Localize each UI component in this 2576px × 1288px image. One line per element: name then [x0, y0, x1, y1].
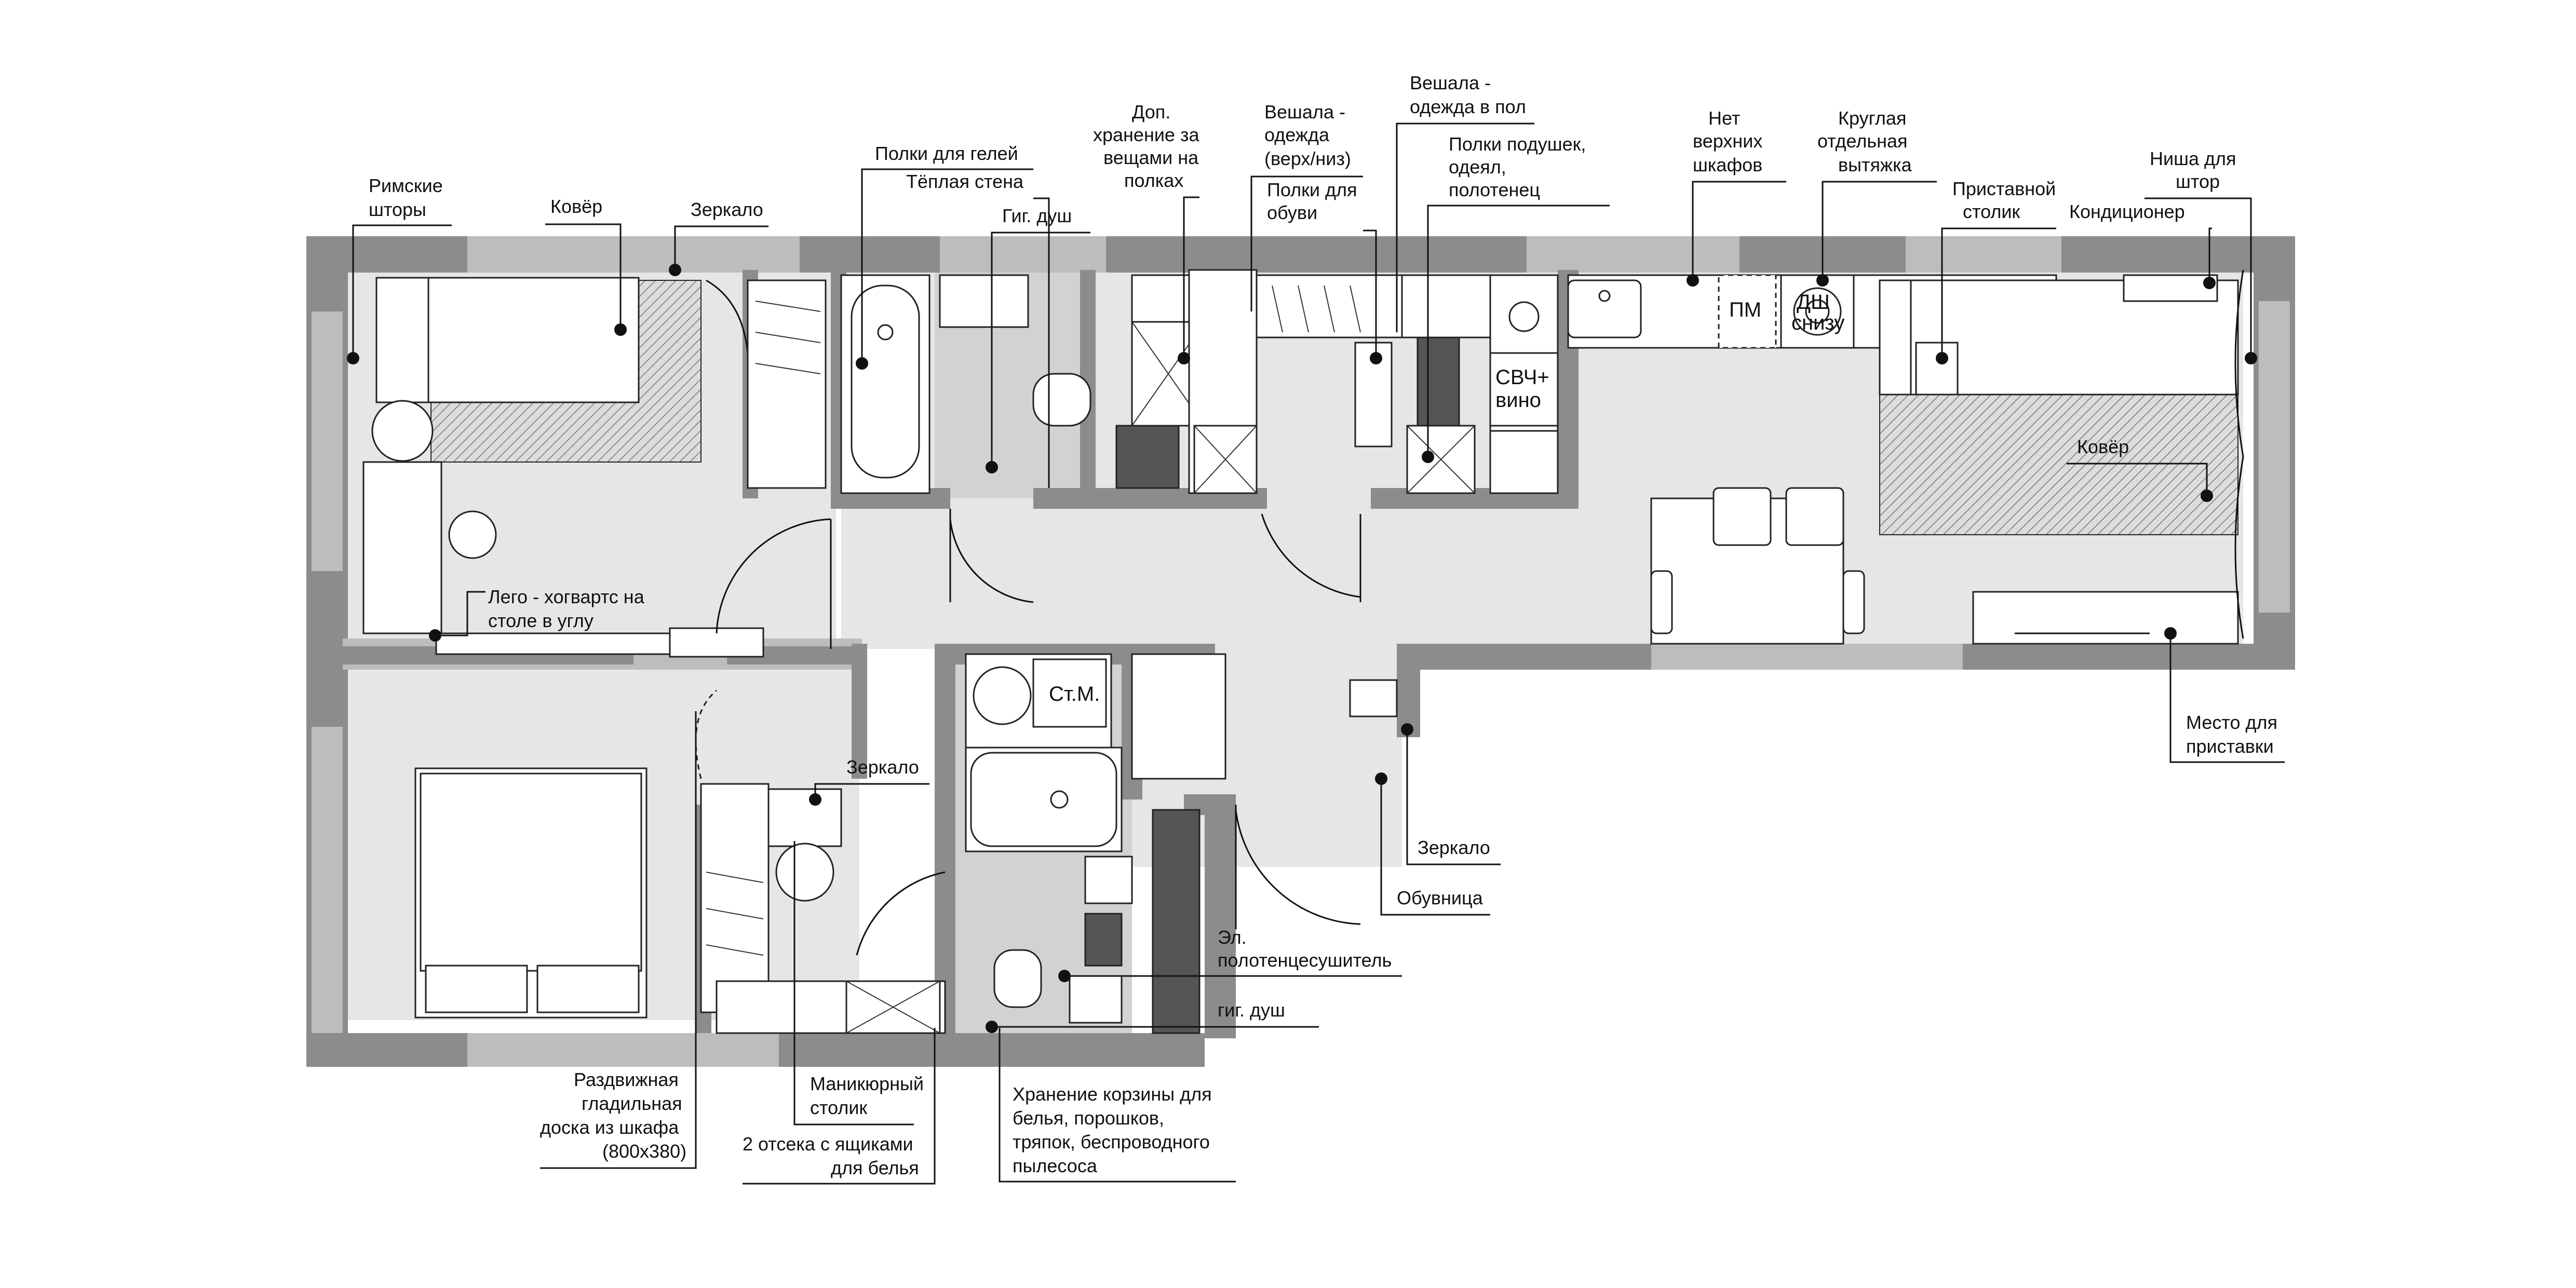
- label-curtain-niche-2: штор: [2176, 171, 2220, 192]
- label-pillow-shelves-1: Полки подушек,: [1449, 133, 1586, 155]
- label-makeup-2: столик: [810, 1097, 867, 1118]
- label-extra-storage-3: вещами на: [1103, 147, 1199, 168]
- outer-walls: [306, 236, 2295, 1067]
- label-roman-blinds-2: шторы: [369, 199, 426, 220]
- label-shoe-shelves-1: Полки для: [1267, 179, 1357, 200]
- label-pillow-shelves-2: одеял,: [1449, 156, 1506, 178]
- label-hyg-shower-top: Гиг. душ: [1002, 205, 1072, 226]
- label-mirror-mid: Зеркало: [846, 756, 919, 778]
- label-towel-dryer-2: полотенцесушитель: [1218, 950, 1392, 971]
- label-rug-bedroom: Ковёр: [550, 196, 602, 217]
- label-no-upper-3: шкафов: [1693, 154, 1762, 175]
- bedroom-master: [414, 689, 946, 1034]
- label-basket-3: тряпок, беспроводного: [1013, 1131, 1210, 1153]
- label-console-place-1: Место для: [2186, 712, 2277, 733]
- label-gel-shelves: Полки для гелей: [875, 143, 1018, 164]
- label-hangers-updown-2: одежда: [1264, 124, 1330, 145]
- label-oven-2: снизу: [1791, 311, 1844, 334]
- label-side-table-2: столик: [1963, 201, 2020, 222]
- label-basket-2: белья, порошков,: [1013, 1107, 1164, 1129]
- bathroom-bottom: [965, 653, 1398, 1034]
- label-hangers-floor-2: одежда в пол: [1410, 96, 1526, 117]
- label-hangers-updown-1: Вешала -: [1264, 101, 1345, 123]
- label-ironing-4: (800x380): [602, 1141, 686, 1162]
- label-no-upper-2: верхних: [1693, 130, 1762, 152]
- label-rug-living: Ковёр: [2077, 436, 2129, 457]
- label-roman-blinds-1: Римские: [369, 175, 443, 196]
- annotations: Римские шторы Ковёр Зеркало Полки для ге…: [347, 72, 2285, 1185]
- label-round-hood-2: отдельная: [1817, 130, 1908, 152]
- label-dishwasher: ПМ: [1729, 299, 1761, 321]
- label-microwave-2: вино: [1495, 389, 1541, 412]
- label-mirror-hall: Зеркало: [1418, 837, 1490, 858]
- label-hangers-floor-1: Вешала -: [1410, 72, 1491, 93]
- living-room: [1879, 269, 2244, 645]
- label-ironing-3: доска из шкафа: [540, 1117, 679, 1138]
- bathroom-top: [840, 274, 1091, 603]
- label-side-table-1: Приставной: [1952, 178, 2056, 199]
- label-drawers-2: для белья: [831, 1157, 919, 1178]
- label-drawers-1: 2 отсека с ящиками: [743, 1133, 913, 1155]
- label-mirror-top: Зеркало: [691, 199, 763, 220]
- label-warm-wall: Тёплая стена: [906, 171, 1024, 192]
- label-basket-4: пылесоса: [1013, 1155, 1098, 1176]
- label-ironing-1: Раздвижная: [574, 1069, 679, 1090]
- label-lego-2: столе в углу: [488, 610, 594, 631]
- label-washing-machine: Ст.М.: [1049, 683, 1100, 706]
- label-lego-1: Лего - хогвартс на: [488, 586, 645, 607]
- label-makeup-1: Маникюрный: [810, 1073, 924, 1094]
- label-ironing-2: гладильная: [582, 1093, 682, 1114]
- label-curtain-niche-1: Ниша для: [2150, 148, 2236, 169]
- label-shoe-shelves-2: обуви: [1267, 202, 1317, 223]
- label-extra-storage-1: Доп.: [1132, 101, 1170, 123]
- label-no-upper-1: Нет: [1708, 107, 1740, 129]
- label-microwave-1: СВЧ+: [1495, 366, 1549, 389]
- label-air-conditioner: Кондиционер: [2069, 201, 2185, 222]
- label-shoe-cabinet: Обувница: [1397, 887, 1483, 909]
- label-extra-storage-2: хранение за: [1093, 124, 1199, 145]
- storage-top: [1115, 269, 1491, 602]
- label-console-place-2: приставки: [2186, 736, 2274, 757]
- label-oven-1: ДШ: [1797, 291, 1830, 314]
- bedroom-kids: [362, 277, 832, 658]
- label-towel-dryer-1: Эл.: [1218, 927, 1247, 948]
- appliance-labels: ПМ ДШ снизу СВЧ+ вино Ст.М.: [1049, 291, 1844, 706]
- label-pillow-shelves-3: полотенец: [1449, 179, 1540, 200]
- label-extra-storage-4: полках: [1124, 170, 1183, 191]
- label-hangers-updown-3: (верх/низ): [1264, 148, 1351, 169]
- label-hyg-shower-bottom: гиг. душ: [1218, 999, 1285, 1021]
- label-round-hood-1: Круглая: [1838, 107, 1906, 129]
- label-round-hood-3: вытяжка: [1838, 154, 1912, 175]
- label-basket-1: Хранение корзины для: [1013, 1083, 1212, 1105]
